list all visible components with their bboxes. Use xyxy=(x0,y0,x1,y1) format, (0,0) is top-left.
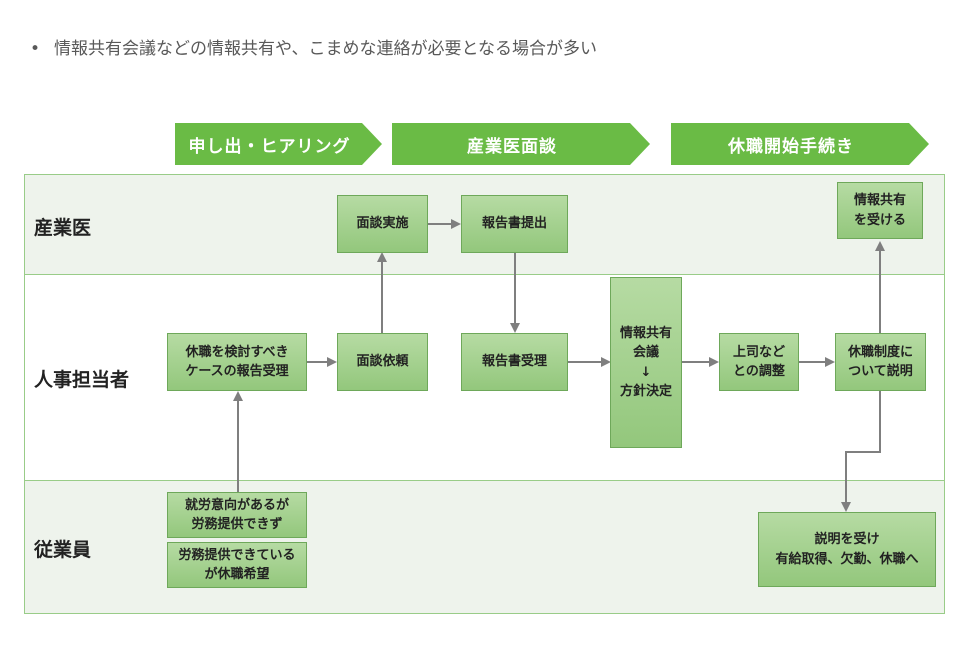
box-able-but-wants-leave: 労務提供できている が休職希望 xyxy=(167,542,307,588)
bullet-text-content: 情報共有会議などの情報共有や、こまめな連絡が必要となる場合が多い xyxy=(54,39,598,59)
lane-label-employee: 従業員 xyxy=(34,539,92,561)
box-leave-system-explanation: 休職制度に ついて説明 xyxy=(835,333,926,391)
box-report-submission: 報告書提出 xyxy=(461,195,568,253)
box-receive-info: 情報共有 を受ける xyxy=(837,182,923,239)
phase-leave-procedure: 休職開始手続き xyxy=(671,123,929,165)
box-willing-but-unable: 就労意向があるが 労務提供できず xyxy=(167,492,307,538)
bullet-text: • 情報共有会議などの情報共有や、こまめな連絡が必要となる場合が多い xyxy=(30,34,597,59)
phase-hearing: 申し出・ヒアリング xyxy=(175,123,382,165)
box-report-receipt: 報告書受理 xyxy=(461,333,568,391)
box-interview: 面談実施 xyxy=(337,195,428,253)
lane-label-physician: 産業医 xyxy=(34,217,92,239)
lane-label-hr: 人事担当者 xyxy=(34,369,130,391)
arrow-seido-to-setsumei xyxy=(841,391,881,512)
box-interview-request: 面談依頼 xyxy=(337,333,428,391)
phase-occupational-interview: 産業医面談 xyxy=(392,123,650,165)
box-supervisor-coordination: 上司など との調整 xyxy=(719,333,799,391)
box-receive-explanation: 説明を受け 有給取得、欠勤、休職へ xyxy=(758,512,936,587)
box-info-sharing-meeting: 情報共有 会議 ↓ 方針決定 xyxy=(610,277,682,448)
bullet-dot: • xyxy=(30,39,41,59)
box-leave-case-report: 休職を検討すべき ケースの報告受理 xyxy=(167,333,307,391)
